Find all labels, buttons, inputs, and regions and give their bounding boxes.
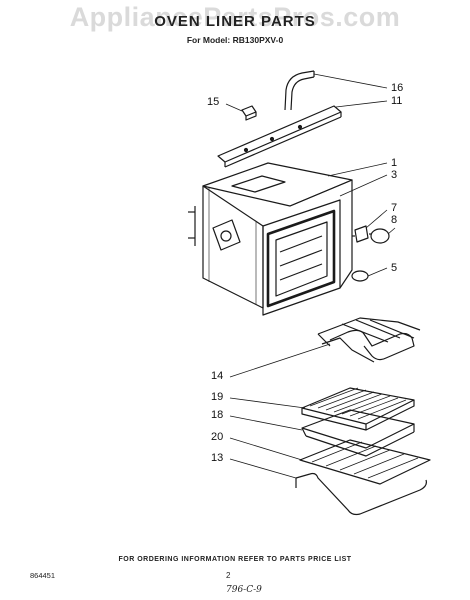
part-19-broiler-grid xyxy=(301,387,415,431)
callout-13: 13 xyxy=(211,452,224,464)
part-15-clip xyxy=(241,105,257,121)
callout-8: 8 xyxy=(391,214,398,226)
callout-19: 19 xyxy=(211,391,224,403)
callout-16: 16 xyxy=(391,82,404,94)
part-7-light-socket xyxy=(352,225,369,243)
leader-lines xyxy=(225,73,396,479)
callout-11: 11 xyxy=(391,95,403,107)
part-14-broil-element xyxy=(317,317,421,363)
part-8-light-bulb xyxy=(369,228,390,244)
callout-3: 3 xyxy=(391,169,398,181)
part-16-tube xyxy=(284,70,315,111)
callout-5: 5 xyxy=(391,262,398,274)
callout-7: 7 xyxy=(391,202,398,214)
document-number: 864451 xyxy=(30,571,56,580)
watermark: AppliancePartsPros.com xyxy=(69,2,401,32)
callout-14: 14 xyxy=(211,370,224,382)
callout-20: 20 xyxy=(211,431,224,443)
part-13-bake-element xyxy=(295,472,427,516)
part-11-bracket xyxy=(217,105,342,168)
callout-1: 1 xyxy=(391,157,398,169)
callout-18: 18 xyxy=(211,409,224,421)
callout-15: 15 xyxy=(207,96,220,108)
part-18-broiler-pan xyxy=(301,409,415,457)
page-title: OVEN LINER PARTS xyxy=(154,13,316,30)
oven-liner-box xyxy=(188,162,353,316)
page-number: 2 xyxy=(226,571,231,580)
part-5-plug xyxy=(351,270,369,282)
part-20-oven-rack xyxy=(299,439,431,485)
handwritten-code: 796-C-9 xyxy=(226,585,262,595)
model-label: For Model: RB130PXV-0 xyxy=(186,35,284,45)
ordering-note: FOR ORDERING INFORMATION REFER TO PARTS … xyxy=(118,556,352,563)
